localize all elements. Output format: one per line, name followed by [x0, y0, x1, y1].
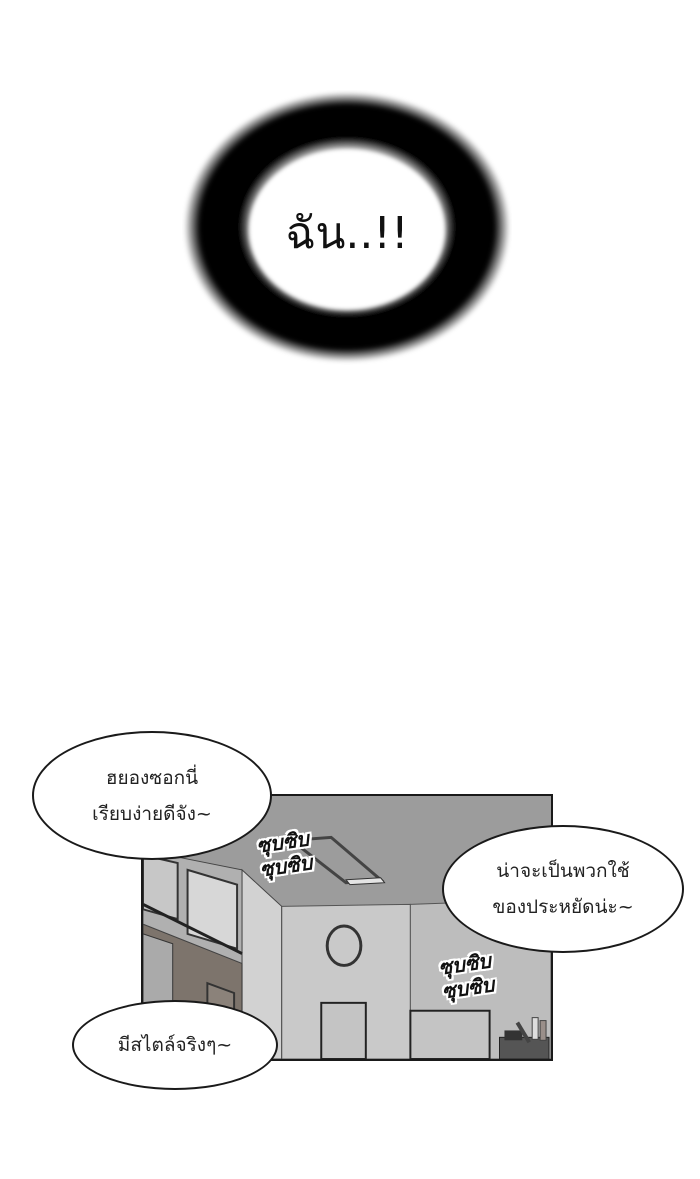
- burst-speech-bubble: ฉัน..!!: [182, 90, 512, 365]
- bubble-line: น่าจะเป็นพวกใช้: [496, 860, 630, 882]
- burst-text: ฉัน..!!: [285, 208, 409, 259]
- burst-ring-graphic: [184, 92, 510, 362]
- whisper-sfx-1: ซุบซิบ ซุบซิบ: [255, 827, 314, 882]
- bubble-line: ฮยองซอกนี่: [105, 766, 199, 789]
- speech-bubble-1: ฮยองซอกนี่ เรียบง่ายดีจัง~: [32, 731, 272, 860]
- speech-bubble-3: มีสไตล์จริงๆ~: [72, 1000, 278, 1090]
- bubble-line: เรียบง่ายดีจัง~: [92, 802, 212, 825]
- bubble-line: มีสไตล์จริงๆ~: [117, 1034, 233, 1056]
- speech-bubble-2: น่าจะเป็นพวกใช้ ของประหยัดน่ะ~: [442, 825, 684, 953]
- whisper-sfx-2: ซุบซิบ ซุบซิบ: [437, 949, 496, 1004]
- bubble-line: ของประหยัดน่ะ~: [492, 896, 634, 918]
